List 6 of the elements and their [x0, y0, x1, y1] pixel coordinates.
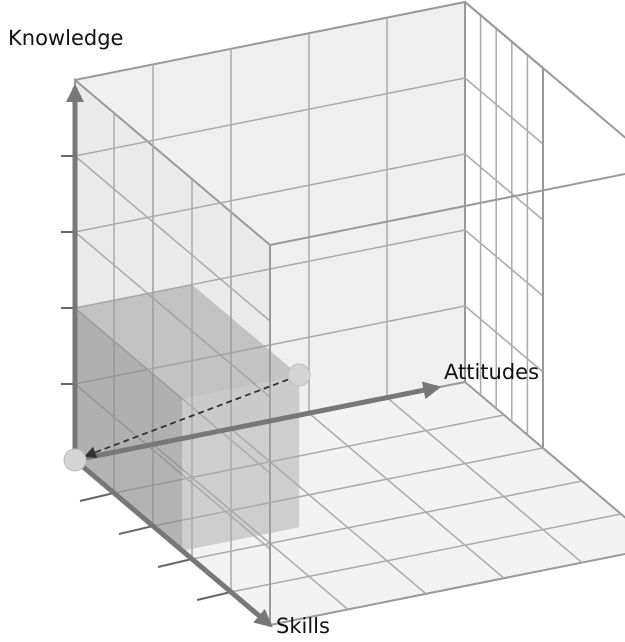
- sphere-marker: [287, 363, 312, 388]
- dashed-arrow: [84, 378, 288, 458]
- sphere-marker: [63, 448, 87, 472]
- axis-label: Attitudes: [444, 360, 540, 384]
- axis-label: Knowledge: [8, 26, 124, 50]
- axis-label: Skills: [276, 614, 330, 638]
